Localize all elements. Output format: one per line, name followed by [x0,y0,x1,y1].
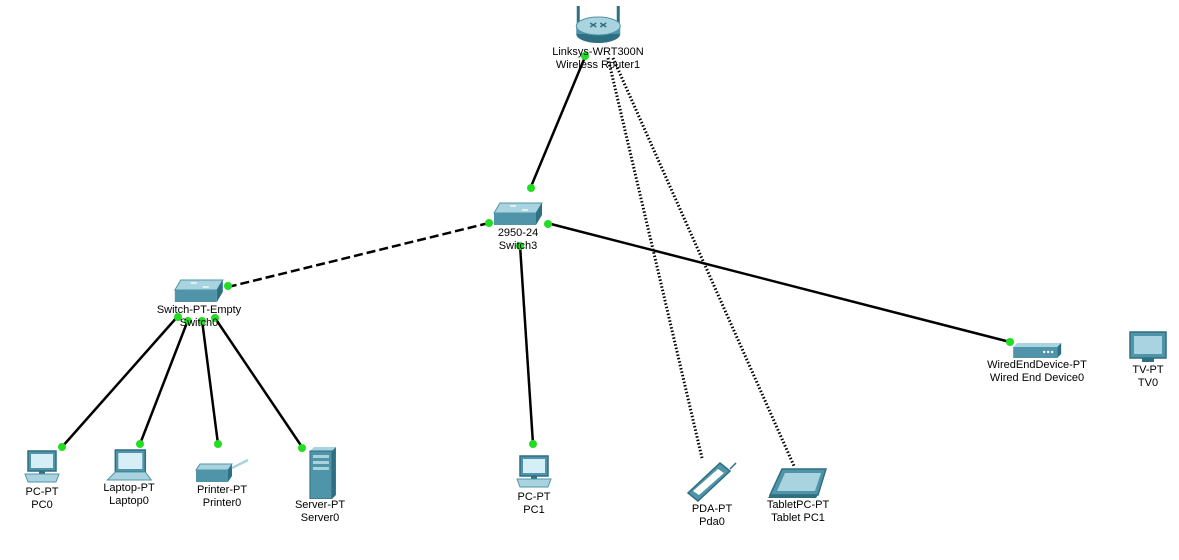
device-pc0[interactable]: PC-PT PC0 [22,448,62,512]
device-model-label: Linksys-WRT300N [552,46,644,58]
device-name-label: Wireless Router1 [555,59,641,71]
tv-icon [1129,331,1167,362]
link-router-switch3[interactable] [528,56,587,190]
laptop-icon [105,449,152,481]
port-led [211,314,219,322]
pc-icon [24,450,60,483]
device-name-label: Laptop0 [109,495,149,507]
device-model-label: PDA-PT [691,503,733,515]
pc-icon [516,455,552,488]
link-switch3-wired0[interactable] [546,221,1011,344]
device-name-label: Switch3 [498,240,538,252]
port-led [516,242,524,250]
device-name-label: PC0 [31,499,53,511]
device-name-label: TV0 [1137,377,1159,389]
port-led [581,52,589,60]
pda-icon [686,462,737,502]
device-model-label: 2950-24 [497,227,539,239]
port-led [544,220,552,228]
link-switch3-switch0[interactable] [227,221,490,289]
device-model-label: PC-PT [25,486,59,498]
link-switch3-pc1[interactable] [518,244,535,445]
device-model-label: WiredEndDevice-PT [987,359,1087,371]
device-name-label: Tablet PC1 [771,512,825,524]
device-model-label: PC-PT [517,491,551,503]
port-led [485,219,493,227]
server-icon [309,447,336,499]
switch-icon [174,279,224,302]
port-led [527,184,535,192]
device-name-label: Switch0 [179,317,219,329]
port-led [58,443,66,451]
device-router[interactable]: Linksys-WRT300N Wireless Router1 [552,4,644,72]
port-led [298,444,306,452]
port-led [198,317,206,325]
wireless-link-router-tablet1[interactable] [611,57,796,467]
device-printer0[interactable]: Printer-PT Printer0 [192,458,252,510]
port-led [184,317,192,325]
port-led [224,282,232,290]
port-led [1006,338,1014,346]
device-model-label: TV-PT [1132,364,1164,376]
printer-icon [195,458,249,482]
link-switch0-pc0[interactable] [61,315,179,448]
link-switch0-laptop0[interactable] [138,319,190,445]
port-led [136,440,144,448]
device-name-label: Pda0 [699,516,725,528]
port-led [174,313,182,321]
link-switch0-printer0[interactable] [200,319,220,445]
device-switch0[interactable]: Switch-PT-Empty Switch0 [157,278,241,330]
port-led [529,440,537,448]
device-model-label: Laptop-PT [103,482,155,494]
device-tablet1[interactable]: TabletPC-PT Tablet PC1 [766,467,830,525]
device-name-label: Wired End Device0 [989,372,1085,384]
device-pc1[interactable]: PC-PT PC1 [514,453,554,517]
device-model-label: Server-PT [294,499,346,511]
wired-end-device-icon [1012,343,1061,358]
device-wired0[interactable]: WiredEndDevice-PT Wired End Device0 [987,339,1087,385]
device-model-label: TabletPC-PT [766,499,830,511]
device-name-label: PC1 [523,504,545,516]
device-model-label: Printer-PT [196,484,248,496]
device-server0[interactable]: Server-PT Server0 [295,445,345,525]
link-switch0-server0[interactable] [213,317,304,448]
device-tv0[interactable]: TV-PT TV0 [1127,330,1169,390]
device-switch3[interactable]: 2950-24 Switch3 [492,201,544,253]
port-led [214,440,222,448]
device-name-label: Printer0 [202,497,242,509]
wireless-router-icon [575,6,621,43]
device-pda0[interactable]: PDA-PT Pda0 [684,461,740,529]
device-model-label: Switch-PT-Empty [156,304,242,316]
device-laptop0[interactable]: Laptop-PT Laptop0 [103,448,155,508]
tablet-icon [768,468,828,498]
switch-icon [493,202,543,225]
device-name-label: Server0 [300,512,340,524]
